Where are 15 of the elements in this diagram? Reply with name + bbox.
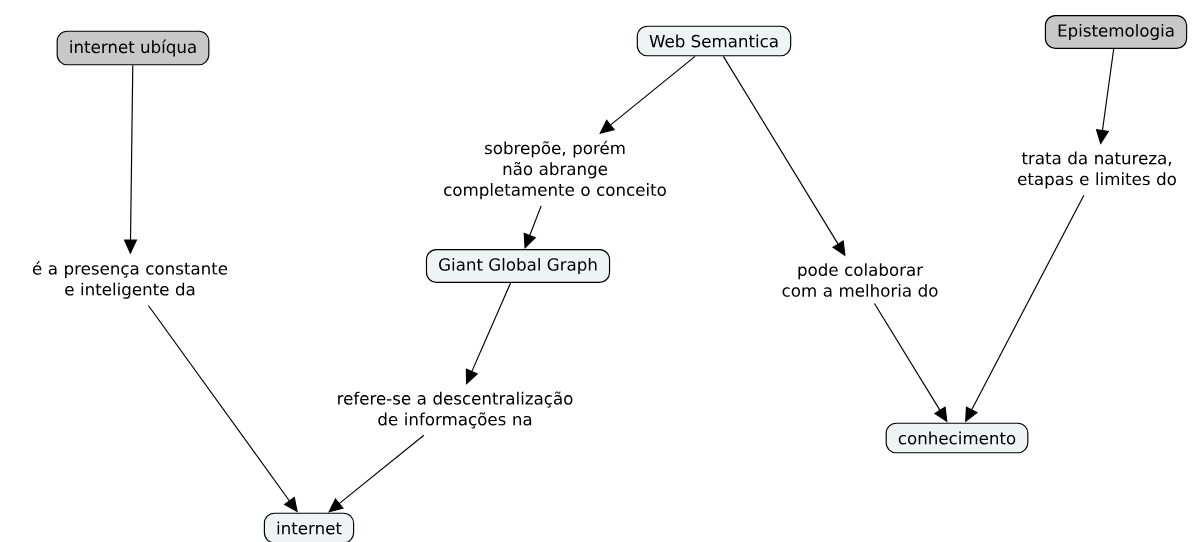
arrow — [465, 282, 512, 385]
linking-phrase: sobrepõe, porém não abrange completamente o conceito — [444, 140, 666, 200]
concept-box: Giant Global Graph — [425, 249, 611, 283]
arrow — [328, 434, 425, 513]
linking-phrase: pode colaborar com a melhoria do — [782, 263, 938, 297]
linking-phrase: refere-se a descentralização de informações na — [338, 391, 573, 429]
linking-phrase: é a presença constante e inteligente da — [32, 261, 228, 299]
concept-box: internet ubíqua — [56, 30, 210, 66]
arrow — [523, 205, 542, 249]
concept-box: internet — [263, 512, 355, 542]
arrow — [147, 304, 298, 513]
linking-phrase: trata da natureza, etapas e limites do — [1018, 151, 1176, 189]
concept-box: Epistemologia — [1044, 15, 1188, 49]
concept-box: Web Semantica — [636, 25, 792, 57]
concept-box: conhecimento — [885, 422, 1029, 454]
